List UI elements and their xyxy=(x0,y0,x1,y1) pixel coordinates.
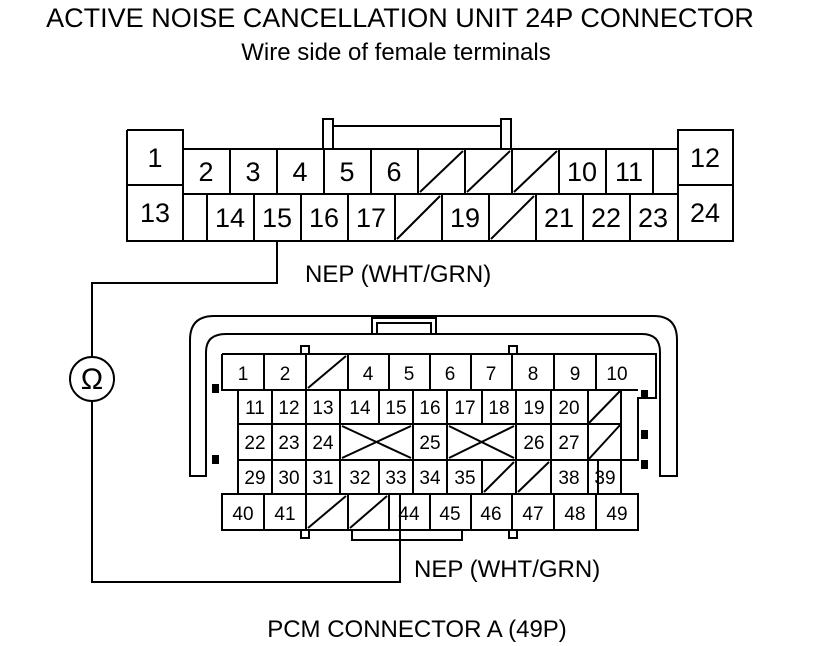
pcm-pin-31: 31 xyxy=(312,468,333,489)
diagram-subtitle: Wire side of female terminals xyxy=(241,39,550,66)
pcm-pin-19: 19 xyxy=(523,398,544,419)
pin-3: 3 xyxy=(245,157,260,187)
pcm-pin-32: 32 xyxy=(349,468,370,489)
connector-24p-pins: 1 2 3 4 5 6 10 11 12 13 14 15 16 17 19 2… xyxy=(140,143,720,233)
wire-label-top: NEP (WHT/GRN) xyxy=(305,261,491,288)
pcm-pin-22: 22 xyxy=(244,433,265,454)
pcm-pin-49: 49 xyxy=(606,504,627,525)
pin-2: 2 xyxy=(198,157,213,187)
pcm-pin-9: 9 xyxy=(570,364,581,385)
pcm-connector-caption: PCM CONNECTOR A (49P) xyxy=(267,616,567,643)
pin-10: 10 xyxy=(567,157,597,187)
pcm-pin-48: 48 xyxy=(564,504,585,525)
pcm-pin-35: 35 xyxy=(454,468,475,489)
pin-21: 21 xyxy=(544,203,574,233)
pcm-pin-44: 44 xyxy=(398,504,420,525)
pcm-pin-12: 12 xyxy=(278,398,299,419)
pcm-pin-24: 24 xyxy=(312,433,334,454)
pin-23: 23 xyxy=(638,203,668,233)
connector-49p xyxy=(189,315,678,541)
connector-24p xyxy=(126,118,734,242)
pcm-pin-16: 16 xyxy=(419,398,440,419)
ohmmeter-symbol xyxy=(69,356,115,402)
pcm-pin-13: 13 xyxy=(312,398,333,419)
pin-6: 6 xyxy=(386,157,401,187)
pin-4: 4 xyxy=(292,157,307,187)
pin-14: 14 xyxy=(215,203,245,233)
pcm-pin-11: 11 xyxy=(245,398,265,419)
pcm-pin-30: 30 xyxy=(278,468,299,489)
pcm-pin-29: 29 xyxy=(244,468,265,489)
pcm-pin-8: 8 xyxy=(528,364,539,385)
pin-1: 1 xyxy=(147,143,162,173)
pcm-pin-17: 17 xyxy=(454,398,475,419)
pcm-pin-40: 40 xyxy=(232,504,253,525)
pcm-pin-27: 27 xyxy=(558,433,579,454)
pcm-pin-34: 34 xyxy=(419,468,441,489)
pin-13: 13 xyxy=(140,198,170,228)
pin-11: 11 xyxy=(615,157,643,187)
diagram-title: ACTIVE NOISE CANCELLATION UNIT 24P CONNE… xyxy=(46,3,754,33)
pcm-pin-38: 38 xyxy=(558,468,579,489)
pin-15: 15 xyxy=(262,203,292,233)
pcm-pin-1: 1 xyxy=(238,364,249,385)
pcm-pin-15: 15 xyxy=(385,398,406,419)
pcm-pin-2: 2 xyxy=(280,364,291,385)
pcm-pin-14: 14 xyxy=(349,398,371,419)
pcm-pin-39: 39 xyxy=(594,468,615,489)
pin-16: 16 xyxy=(309,203,339,233)
pin-22: 22 xyxy=(591,203,621,233)
wire-label-bottom: NEP (WHT/GRN) xyxy=(414,556,600,583)
pcm-pin-45: 45 xyxy=(439,504,460,525)
pcm-pin-4: 4 xyxy=(363,364,374,385)
connector-49p-locks xyxy=(212,384,648,469)
pcm-pin-46: 46 xyxy=(480,504,501,525)
pcm-pin-7: 7 xyxy=(486,364,497,385)
test-lead-wiring xyxy=(69,241,401,583)
ohm-icon: Ω xyxy=(81,363,103,396)
pin-19: 19 xyxy=(450,203,480,233)
pin-12: 12 xyxy=(690,143,720,173)
pcm-pin-47: 47 xyxy=(522,504,543,525)
pin-17: 17 xyxy=(356,203,386,233)
pcm-pin-5: 5 xyxy=(404,364,415,385)
pcm-pin-18: 18 xyxy=(488,398,509,419)
pcm-pin-26: 26 xyxy=(523,433,544,454)
pin-24: 24 xyxy=(690,198,720,228)
pcm-pin-6: 6 xyxy=(445,364,456,385)
pcm-pin-33: 33 xyxy=(385,468,406,489)
pcm-pin-41: 41 xyxy=(274,504,295,525)
pin-5: 5 xyxy=(339,157,354,187)
pcm-pin-25: 25 xyxy=(419,433,440,454)
pcm-pin-23: 23 xyxy=(278,433,299,454)
pcm-pin-20: 20 xyxy=(558,398,579,419)
pcm-pin-10: 10 xyxy=(606,364,627,385)
connector-49p-pins: 1 2 4 5 6 7 8 9 10 11 12 13 14 15 16 17 … xyxy=(232,364,627,525)
